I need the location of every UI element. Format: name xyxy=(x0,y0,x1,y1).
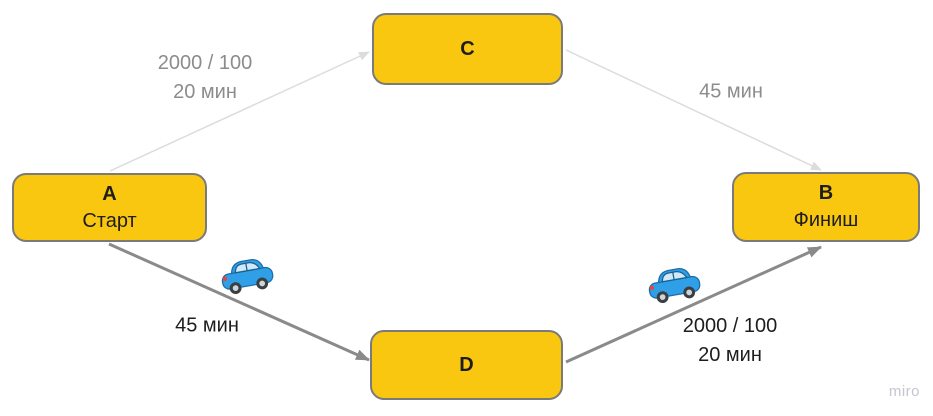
edge-d-to-b[interactable] xyxy=(565,245,822,364)
node-a-start[interactable]: A Старт xyxy=(12,173,207,242)
blue-car-icon[interactable] xyxy=(647,257,701,311)
node-d-letter: D xyxy=(459,353,474,376)
node-b-letter: B xyxy=(818,182,834,204)
miro-watermark: miro xyxy=(888,383,920,400)
edge-label-a-to-c-line1: 2000 / 100 xyxy=(157,52,253,74)
edge-label-a-to-c-line2: 20 мин xyxy=(173,81,237,103)
edge-label-c-to-b[interactable]: 45 мин xyxy=(699,78,763,107)
node-c-letter: C xyxy=(460,37,475,60)
edge-c-to-b[interactable] xyxy=(565,49,822,171)
node-c[interactable]: C xyxy=(372,13,563,85)
node-b-caption: Финиш xyxy=(793,209,859,231)
node-b-finish[interactable]: B Финиш xyxy=(732,172,920,242)
edge-label-d-to-b-line1: 2000 / 100 xyxy=(682,315,778,337)
node-a-letter: A xyxy=(102,182,117,205)
edge-label-a-to-d-line1: 45 мин xyxy=(175,314,239,337)
blue-car-icon[interactable] xyxy=(220,248,274,302)
node-d[interactable]: D xyxy=(370,330,563,400)
edge-label-d-to-b-line2: 20 мин xyxy=(698,344,762,366)
edge-label-d-to-b[interactable]: 2000 / 100 20 мин xyxy=(683,312,778,370)
edge-a-to-d[interactable] xyxy=(108,242,370,362)
edge-label-a-to-c[interactable]: 2000 / 100 20 мин xyxy=(158,49,253,107)
edge-label-a-to-d[interactable]: 45 мин xyxy=(175,312,239,341)
node-a-caption: Старт xyxy=(82,209,137,232)
edge-label-c-to-b-line1: 45 мин xyxy=(699,80,763,103)
edge-a-to-c[interactable] xyxy=(109,51,370,172)
